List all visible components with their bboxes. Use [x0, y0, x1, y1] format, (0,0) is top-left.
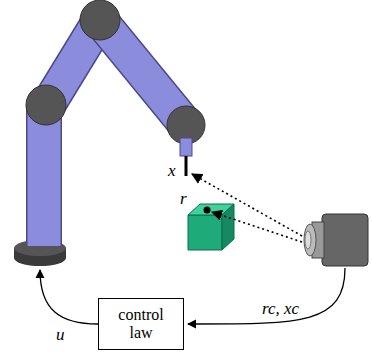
signal-wire [188, 268, 345, 324]
symbol-label: u [56, 326, 65, 343]
robot-links [44, 20, 186, 246]
tool-tip [185, 156, 188, 176]
command-wire [40, 270, 98, 324]
symbol-label: rc, xc [262, 300, 299, 317]
symbol-label: x [168, 162, 176, 179]
symbol-label: r [180, 190, 187, 207]
camera [304, 214, 368, 266]
sight-lines [192, 174, 302, 242]
end-effector [180, 138, 192, 156]
box-label: control law [109, 306, 173, 343]
target-cube [188, 204, 234, 250]
process-box: control law [98, 298, 184, 350]
robot-joints [26, 0, 205, 144]
